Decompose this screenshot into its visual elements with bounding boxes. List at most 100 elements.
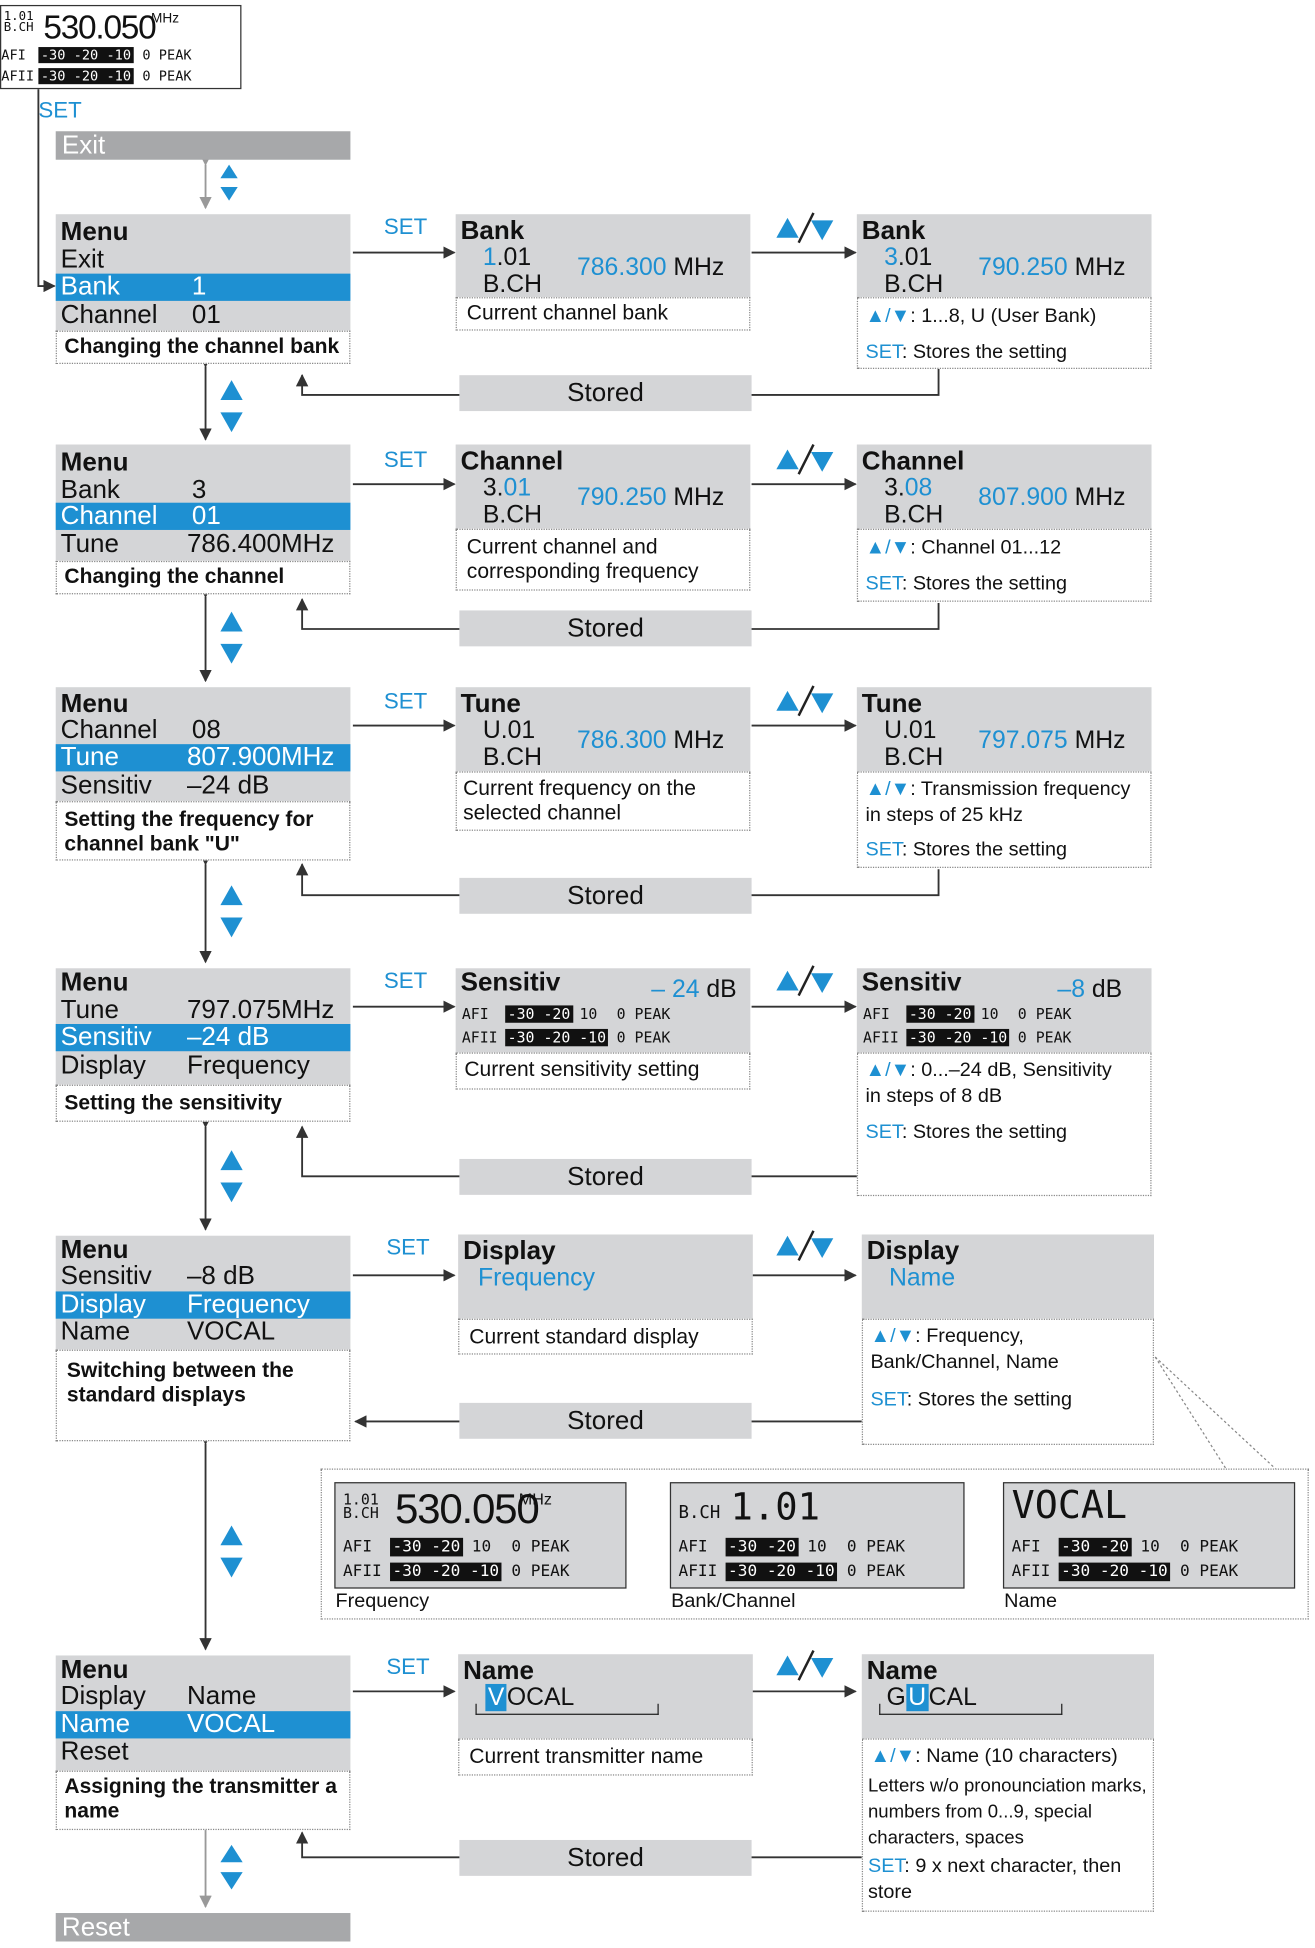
menu-item-value: Frequency (186, 1051, 310, 1080)
updown-symbol: ▲/▼ (865, 1059, 911, 1081)
menu-item-selected[interactable] (55, 502, 351, 530)
current-value-panel: Bank 1.01 B.CH 786.300 MHz (455, 214, 751, 298)
name-value: VOCAL (1011, 1483, 1128, 1528)
af2-peak: 0 PEAK (142, 68, 192, 85)
af1-peak: 0 PEAK (142, 47, 192, 64)
updown-symbol: ▲/▼ (865, 305, 911, 327)
panel-title: Tune (861, 689, 922, 719)
menu-item-selected[interactable] (55, 1711, 351, 1739)
menu-title: Menu (60, 1655, 129, 1684)
menu-item-label: Bank (60, 272, 120, 301)
updown-icon (220, 380, 243, 433)
top-device-display: 1.01 B.CH 530.050 MHz AFI -30 -20 -10 0 … (0, 4, 242, 90)
menu-item-label: Name (60, 1317, 131, 1346)
frequency-value: 530.050 (43, 8, 156, 46)
name-rest: OCAL (506, 1683, 575, 1712)
af2-peak: 0 PEAK (616, 1028, 671, 1047)
stored-bar: Stored (459, 375, 752, 412)
menu-title: Menu (60, 968, 129, 997)
menu-item-label: Reset (60, 1737, 129, 1766)
menu-description: Assigning the transmitter a name (55, 1770, 351, 1831)
af1-meter: -30 -20 (906, 1005, 974, 1023)
panel-title: Bank (861, 216, 926, 246)
bch-label: B.CH (342, 1504, 379, 1522)
lcd-name: VOCAL AFI -30 -20 10 0 PEAK AFII -30 -20… (1002, 1482, 1296, 1589)
updown-toggle-icon (776, 1230, 834, 1263)
afi-label: AFI (863, 1005, 890, 1023)
af2-meter: -30 -20 -10 (505, 1028, 609, 1047)
lcd-caption: Name (1004, 1591, 1058, 1613)
af1-peak: 0 PEAK (511, 1537, 570, 1557)
updown-icon (220, 885, 243, 938)
menu-box-sensitivity: Menu Tune 797.075MHz Sensitiv –24 dB Dis… (55, 968, 351, 1085)
afi-label: AFI (342, 1537, 373, 1557)
menu-item-value: –24 dB (186, 1022, 270, 1052)
afi-label: AFI (678, 1537, 708, 1557)
channel-digits: 08 (904, 474, 933, 502)
panel-title: Bank (460, 216, 525, 246)
menu-item-value: VOCAL (186, 1317, 276, 1346)
display-mode-value: Frequency (477, 1264, 595, 1292)
updown-toggle-icon (776, 1649, 834, 1683)
menu-item-label: Tune (60, 742, 119, 772)
panel-caption: Current channel and corresponding freque… (455, 528, 751, 591)
result-help: ▲/▼: Transmission frequency in steps of … (856, 771, 1152, 868)
reset-bar[interactable]: Reset (55, 1913, 351, 1942)
af2-peak: 0 PEAK (1180, 1562, 1239, 1582)
menu-description: Changing the channel (55, 560, 351, 595)
set-text: Stores the setting (912, 341, 1068, 363)
af2-meter: -30 -20 -10 (1058, 1562, 1171, 1582)
name-pre: G (886, 1683, 906, 1712)
freq-unit: MHz (673, 253, 725, 282)
menu-item-selected[interactable] (55, 744, 351, 772)
stored-bar: Stored (459, 1402, 752, 1439)
frequency-unit: MHz (518, 1489, 552, 1509)
menu-item-label: Tune (60, 529, 119, 559)
name-field-bracket (879, 1703, 1063, 1715)
menu-item-value: Name (186, 1681, 257, 1710)
set-label: SET (383, 968, 428, 994)
panel-caption: Current standard display (458, 1318, 753, 1355)
menu-item-selected[interactable] (55, 1023, 351, 1052)
db-unit: dB (706, 975, 737, 1003)
exit-label: Exit (61, 131, 106, 160)
freq-value: 790.250 (978, 253, 1068, 282)
menu-item-selected[interactable] (55, 1291, 351, 1319)
menu-item-value: 08 (191, 715, 221, 745)
updown-icon (220, 611, 243, 664)
af1-meter: -30 -20 (505, 1005, 573, 1023)
afi-label: AFI (1, 47, 26, 64)
menu-item-selected[interactable] (55, 273, 351, 301)
menu-item-label: Display (60, 1051, 146, 1080)
updown-toggle-icon (776, 965, 834, 998)
result-value-panel: Sensitiv –8 dB AFI -30 -20 10 0 PEAK AFI… (856, 968, 1152, 1053)
menu-item-label: Display (60, 1290, 146, 1319)
panel-title: Display (463, 1236, 556, 1266)
freq-value: 797.075 (978, 726, 1068, 755)
bank-digit: 1 (482, 243, 497, 272)
menu-item-label: Channel (60, 715, 158, 745)
menu-item-value: 807.900MHz (186, 742, 335, 772)
af1-tail: 10 (807, 1537, 827, 1557)
panel-caption: Current channel bank (455, 297, 751, 331)
bch-label: B.CH (678, 1503, 721, 1523)
set-text: 9 x next character, then store (867, 1856, 1122, 1904)
bch-label: B.CH (884, 501, 944, 529)
menu-item-label: Exit (60, 245, 105, 274)
bank-channel: U.01 (482, 716, 536, 745)
result-value-panel: Bank 3.01 B.CH 790.250 MHz (856, 214, 1152, 298)
af1-meter: -30 -20 (725, 1537, 799, 1557)
result-help: ▲/▼: Frequency, Bank/Channel, Name SET: … (861, 1318, 1155, 1445)
channel-digits: .01 (496, 243, 532, 272)
set-text: Stores the setting (912, 1121, 1068, 1143)
name-rules-text: Letters w/o pronounciation marks, number… (867, 1775, 1147, 1849)
display-mode-value: Name (889, 1264, 956, 1292)
set-text: Stores the setting (912, 839, 1068, 861)
current-value-panel: Display Frequency (458, 1234, 753, 1319)
menu-description: Changing the channel bank (55, 330, 351, 365)
exit-bar[interactable]: Exit (55, 131, 351, 160)
menu-item-value: 786.400MHz (186, 529, 335, 559)
bank-number: 1.01 (3, 9, 34, 24)
